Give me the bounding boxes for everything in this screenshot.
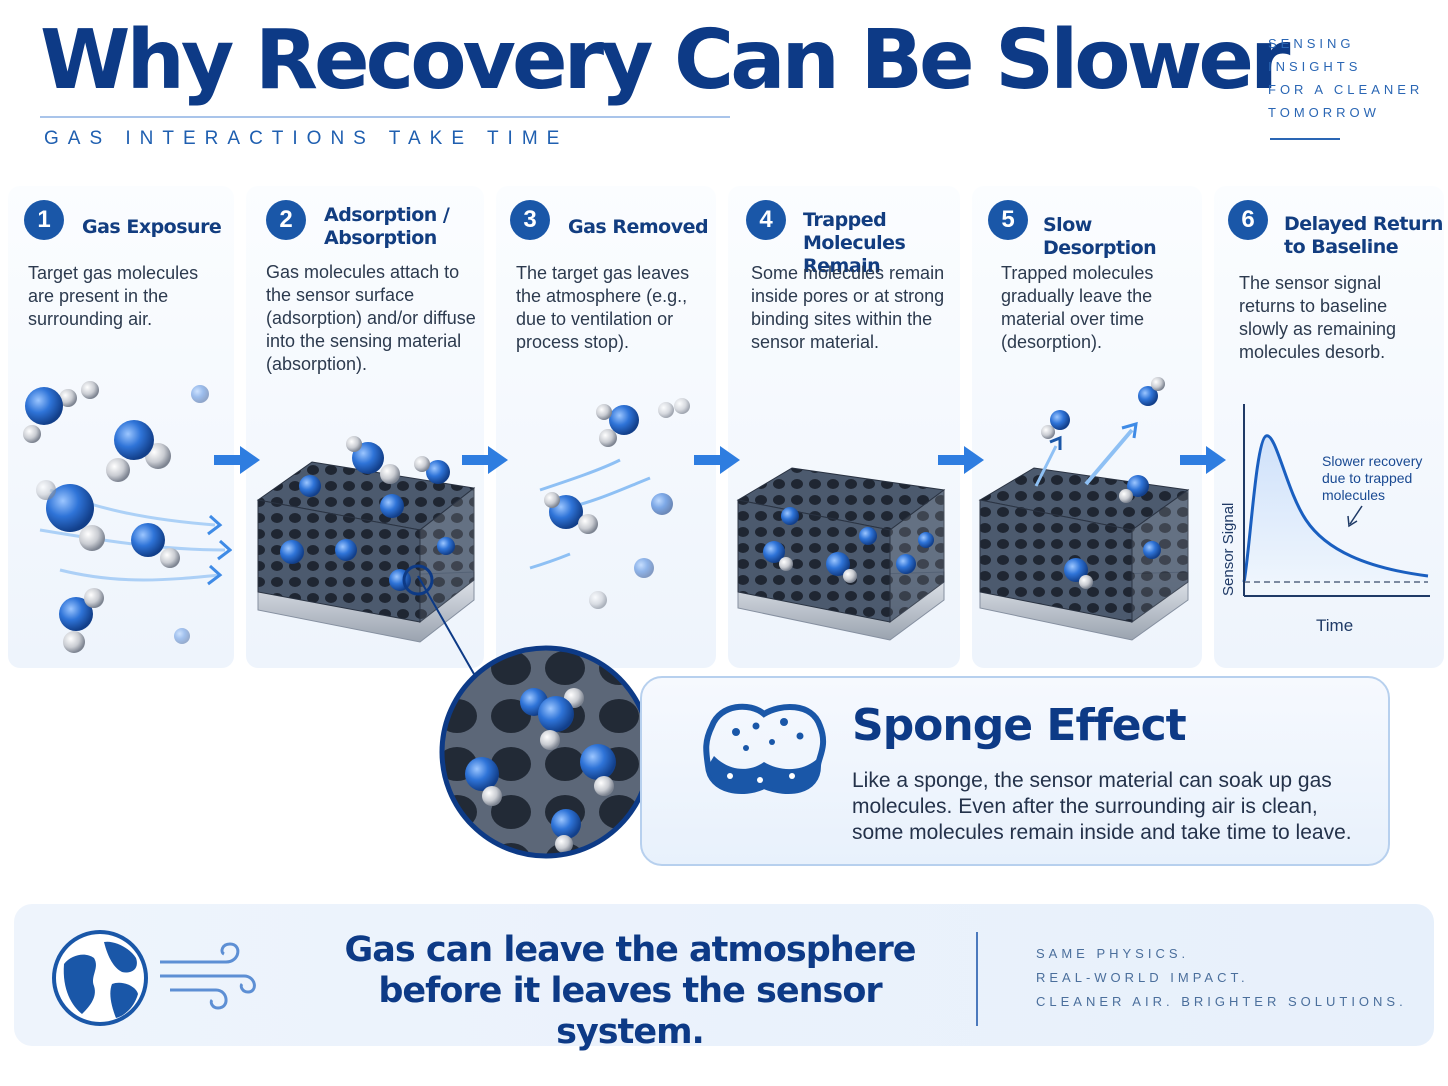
- tagline-line: SENSING: [1268, 36, 1355, 51]
- step-description: Some molecules remain inside pores or at…: [751, 263, 945, 352]
- title-underline: [40, 116, 730, 118]
- footer-tagline-line: SAME PHYSICS.: [1036, 946, 1190, 961]
- globe-icon: [52, 930, 148, 1026]
- slow-desorption-block: [978, 377, 1190, 641]
- flow-arrow-icon: [694, 446, 740, 474]
- bottom-banner: [14, 904, 1434, 1046]
- step-title: Delayed Return to Baseline: [1284, 213, 1443, 258]
- flow-arrow-icon: [1180, 446, 1226, 474]
- step-number-badge: 3: [510, 200, 550, 240]
- porous-block-illustration: [256, 436, 476, 643]
- graph-annotation: Slower recovery due to trapped molecules: [1322, 453, 1423, 503]
- bottom-divider: [976, 932, 978, 1026]
- trapped-molecules-block: [736, 467, 946, 641]
- graph-y-label: Sensor Signal: [1220, 502, 1237, 596]
- footer-tagline-line: CLEANER AIR. BRIGHTER SOLUTIONS.: [1036, 994, 1407, 1009]
- zoom-connector: [417, 575, 475, 675]
- flow-arrow-icon: [938, 446, 984, 474]
- step-card-6: [1214, 186, 1444, 668]
- step-title: Gas Removed: [568, 216, 709, 238]
- step-number-badge: 2: [266, 200, 306, 240]
- header-tagline: SENSING INSIGHTS FOR A CLEANER TOMORROW: [1268, 32, 1444, 124]
- magnified-pore-view: [439, 645, 653, 859]
- tagline-line: FOR A CLEANER: [1268, 82, 1424, 97]
- tagline-underline: [1270, 138, 1340, 140]
- step-number-badge: 5: [988, 200, 1028, 240]
- graph-x-label: Time: [1316, 616, 1354, 635]
- tagline-line: TOMORROW: [1268, 105, 1380, 120]
- step-number-badge: 4: [746, 200, 786, 240]
- step-title: Slow Desorption: [1043, 214, 1157, 259]
- step-description: Trapped molecules gradually leave the ma…: [1001, 263, 1154, 352]
- step-description: The sensor signal returns to baseline sl…: [1239, 273, 1397, 362]
- wind-icon: [160, 942, 256, 1010]
- signal-recovery-graph: [1242, 404, 1430, 597]
- gas-molecules-illustration: [23, 381, 232, 653]
- tagline-line: INSIGHTS: [1268, 59, 1362, 74]
- footer-tagline-line: REAL-WORLD IMPACT.: [1036, 970, 1249, 985]
- step-description: Target gas molecules are present in the …: [28, 263, 199, 329]
- step-number-badge: 1: [24, 200, 64, 240]
- bottom-message: Gas can leave the atmosphere before it l…: [344, 930, 917, 1052]
- flow-arrow-icon: [214, 446, 260, 474]
- step-number-badge: 6: [1228, 200, 1268, 240]
- step-title: Trapped Molecules Remain: [803, 209, 906, 277]
- step-description: Gas molecules attach to the sensor surfa…: [266, 262, 476, 374]
- flow-arrow-icon: [462, 446, 508, 474]
- step-card-3: [496, 186, 716, 668]
- gas-removed-illustration: [529, 398, 690, 609]
- step-description: The target gas leaves the atmosphere (e.…: [516, 263, 690, 352]
- sponge-title: Sponge Effect: [852, 700, 1187, 751]
- page-subtitle: GAS INTERACTIONS TAKE TIME: [44, 128, 569, 149]
- page-title: Why Recovery Can Be Slower: [40, 13, 1290, 108]
- sponge-description: Like a sponge, the sensor material can s…: [852, 769, 1352, 844]
- signal-curve: [1242, 434, 1429, 583]
- step-title: Adsorption / Absorption: [324, 204, 450, 249]
- step-title: Gas Exposure: [82, 216, 222, 238]
- footer-tagline: SAME PHYSICS. REAL-WORLD IMPACT. CLEANER…: [1036, 942, 1407, 1014]
- sponge-icon: [703, 703, 827, 795]
